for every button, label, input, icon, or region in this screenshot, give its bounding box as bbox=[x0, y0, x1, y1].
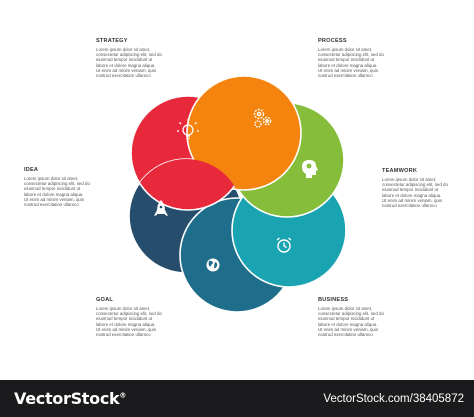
label-process: PROCESS Lorem ipsum dolor sit amet, cons… bbox=[318, 38, 410, 78]
label-text-line: Lorem ipsum dolor sit amet, bbox=[382, 177, 437, 182]
label-text-line: eiusmod tempor incididunt ut bbox=[24, 186, 81, 192]
label-title: STRATEGY bbox=[96, 38, 128, 44]
gears-icon bbox=[253, 108, 272, 128]
label-text-line: nostrud exercitation ullamco bbox=[96, 332, 151, 338]
label-title: PROCESS bbox=[318, 38, 347, 44]
petal-process bbox=[186, 75, 302, 191]
head-gear-icon bbox=[302, 160, 318, 178]
label-text-line: Ut enim ad minim veniam, quis bbox=[96, 326, 157, 332]
petal-strategy-overlap bbox=[130, 159, 243, 211]
label-title: TEAMWORK bbox=[382, 168, 418, 174]
lightbulb-icon bbox=[177, 119, 199, 140]
label-text-line: labore et dolore magna aliqua. bbox=[96, 62, 156, 68]
label-business: BUSINESS Lorem ipsum dolor sit amet, con… bbox=[318, 297, 410, 337]
label-text-line: Ut enim ad minim veniam, quis bbox=[318, 67, 379, 73]
label-teamwork: TEAMWORK Lorem ipsum dolor sit amet, con… bbox=[382, 168, 474, 208]
label-text-line: eiusmod tempor incididunt ut bbox=[96, 316, 153, 322]
label-text-line: labore et dolore magna aliqua. bbox=[318, 62, 378, 68]
label-title: IDEA bbox=[24, 167, 39, 173]
label-text-line: Lorem ipsum dolor sit amet, bbox=[318, 306, 373, 311]
label-text-line: nostrud exercitation ullamco bbox=[24, 202, 79, 208]
label-text-line: Lorem ipsum dolor sit amet, bbox=[318, 47, 373, 52]
label-text-line: Lorem ipsum dolor sit amet, bbox=[96, 47, 151, 52]
label-idea: IDEA Lorem ipsum dolor sit amet, consect… bbox=[24, 167, 116, 207]
label-text-line: nostrud exercitation ullamco bbox=[318, 73, 373, 79]
label-text-line: nostrud exercitation ullamco bbox=[318, 332, 373, 338]
label-text-line: consectetur adipiscing elit, sed do bbox=[318, 311, 384, 317]
alarm-clock-icon bbox=[276, 237, 292, 253]
label-text-line: consectetur adipiscing elit, sed do bbox=[24, 181, 90, 187]
label-text-line: Ut enim ad minim veniam, quis bbox=[318, 326, 379, 332]
label-text-line: eiusmod tempor incididunt ut bbox=[96, 57, 153, 63]
label-text-line: nostrud exercitation ullamco bbox=[382, 203, 437, 209]
label-text-line: Ut enim ad minim veniam, quis bbox=[24, 196, 85, 202]
label-title: BUSINESS bbox=[318, 297, 349, 303]
label-text-line: consectetur adipiscing elit, sed do bbox=[96, 311, 162, 317]
trademark-symbol: ® bbox=[119, 391, 127, 400]
watermark-url: VectorStock.com/38405872 bbox=[323, 393, 464, 405]
label-text-line: Ut enim ad minim veniam, quis bbox=[96, 67, 157, 73]
watermark-footer: VectorStock® VectorStock.com/38405872 bbox=[0, 380, 474, 417]
label-text-line: consectetur adipiscing elit, sed do bbox=[382, 182, 448, 188]
label-title: GOAL bbox=[96, 297, 113, 303]
petal-diagram bbox=[128, 75, 347, 313]
label-text-line: eiusmod tempor incididunt ut bbox=[318, 316, 375, 322]
label-text-line: labore et dolore magna aliqua. bbox=[382, 192, 442, 198]
label-text-line: eiusmod tempor incididunt ut bbox=[382, 187, 439, 193]
brand-name: VectorStock bbox=[14, 389, 120, 408]
watermark-logo: VectorStock® bbox=[14, 389, 126, 408]
label-text-line: Lorem ipsum dolor sit amet, bbox=[96, 306, 151, 311]
label-text-line: Lorem ipsum dolor sit amet, bbox=[24, 176, 79, 181]
rocket-icon bbox=[154, 200, 168, 216]
globe-icon bbox=[206, 258, 220, 272]
label-text-line: consectetur adipiscing elit, sed do bbox=[96, 52, 162, 58]
label-strategy: STRATEGY Lorem ipsum dolor sit amet, con… bbox=[96, 38, 188, 78]
label-text-line: consectetur adipiscing elit, sed do bbox=[318, 52, 384, 58]
label-text-line: nostrud exercitation ullamco bbox=[96, 73, 151, 79]
label-goal: GOAL Lorem ipsum dolor sit amet, consect… bbox=[96, 297, 188, 337]
label-text-line: eiusmod tempor incididunt ut bbox=[318, 57, 375, 63]
label-text-line: labore et dolore magna aliqua. bbox=[24, 191, 84, 197]
label-text-line: labore et dolore magna aliqua. bbox=[96, 321, 156, 327]
label-text-line: Ut enim ad minim veniam, quis bbox=[382, 197, 443, 203]
label-text-line: labore et dolore magna aliqua. bbox=[318, 321, 378, 327]
